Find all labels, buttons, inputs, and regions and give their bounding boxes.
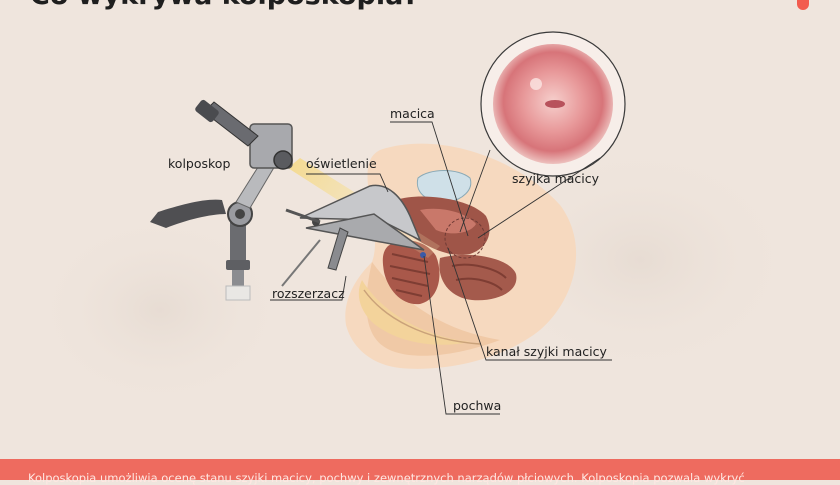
label-szyjka-macicy: szyjka macicy bbox=[512, 172, 599, 186]
footer-text: Kolposkopia umożliwia ocenę stanu szyjki… bbox=[28, 471, 745, 485]
colposcope-clamp bbox=[226, 260, 250, 270]
colposcope-lens bbox=[274, 151, 292, 169]
colposcope-stand bbox=[226, 286, 250, 300]
label-kanal-szyjki-macicy: kanał szyjki macicy bbox=[486, 345, 607, 359]
speculum-tip bbox=[420, 252, 426, 258]
label-pochwa: pochwa bbox=[453, 399, 501, 413]
colposcopy-illustration bbox=[0, 0, 840, 460]
label-oswietlenie: oświetlenie bbox=[306, 157, 377, 171]
speculum-rod bbox=[282, 240, 320, 286]
footer-bar: Kolposkopia umożliwia ocenę stanu szyjki… bbox=[0, 459, 840, 480]
background-shadow bbox=[30, 210, 290, 410]
cervix-opening bbox=[545, 100, 565, 108]
speculum-handle bbox=[328, 228, 348, 270]
label-macica: macica bbox=[390, 107, 435, 121]
label-kolposkop: kolposkop bbox=[168, 157, 230, 171]
cervix-highlight bbox=[530, 78, 542, 90]
label-rozszerzacz: rozszerzacz bbox=[272, 287, 345, 301]
